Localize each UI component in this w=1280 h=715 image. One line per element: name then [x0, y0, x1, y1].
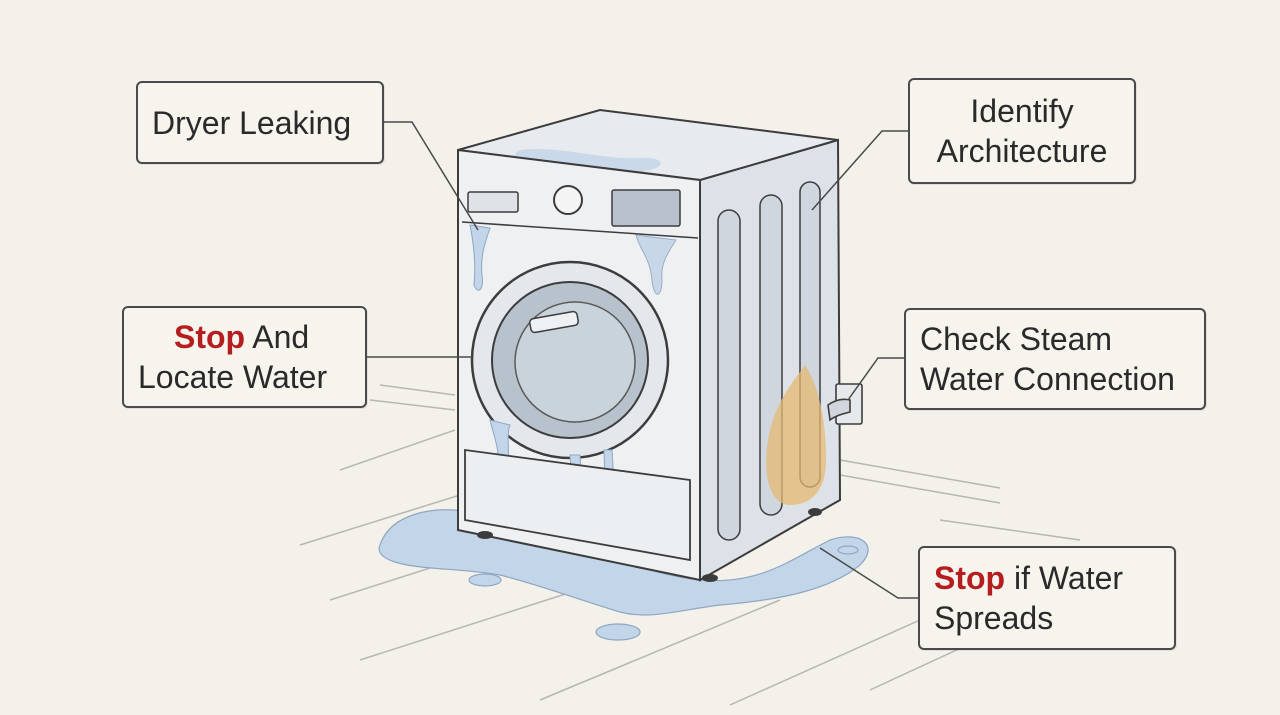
callout-stop-spreads-line2: Spreads [934, 600, 1054, 636]
callout-stop-locate-line1: Stop And [138, 317, 351, 357]
callout-stop-locate-line2: Locate Water [138, 359, 328, 395]
callout-stop-spreads-rest: if Water [1005, 560, 1124, 596]
callout-check-steam-line1: Check Steam [920, 321, 1113, 357]
callout-check-steam-line2: Water Connection [920, 361, 1175, 397]
leader-lines [367, 121, 918, 599]
washer-dryer-illustration [457, 108, 842, 582]
callout-identify-architecture: Identify Architecture [908, 78, 1136, 184]
stop-keyword: Stop [934, 560, 1006, 596]
callout-stop-locate-rest: And [245, 319, 310, 355]
callout-stop-and-locate-water: Stop And Locate Water [122, 306, 367, 408]
callout-stop-spreads-line1: Stop if Water [934, 558, 1160, 598]
callout-dryer-leaking-text: Dryer Leaking [152, 104, 352, 141]
callout-dryer-leaking: Dryer Leaking [136, 81, 384, 164]
steam-hose-icon [827, 383, 863, 425]
callout-identify-architecture-line1: Identify [970, 93, 1074, 129]
callout-check-steam-water-connection: Check Steam Water Connection [904, 308, 1206, 410]
stop-keyword: Stop [174, 319, 246, 355]
floor-lines [299, 384, 1081, 706]
callout-stop-if-water-spreads: Stop if Water Spreads [918, 546, 1176, 650]
callout-identify-architecture-line2: Architecture [936, 133, 1108, 169]
